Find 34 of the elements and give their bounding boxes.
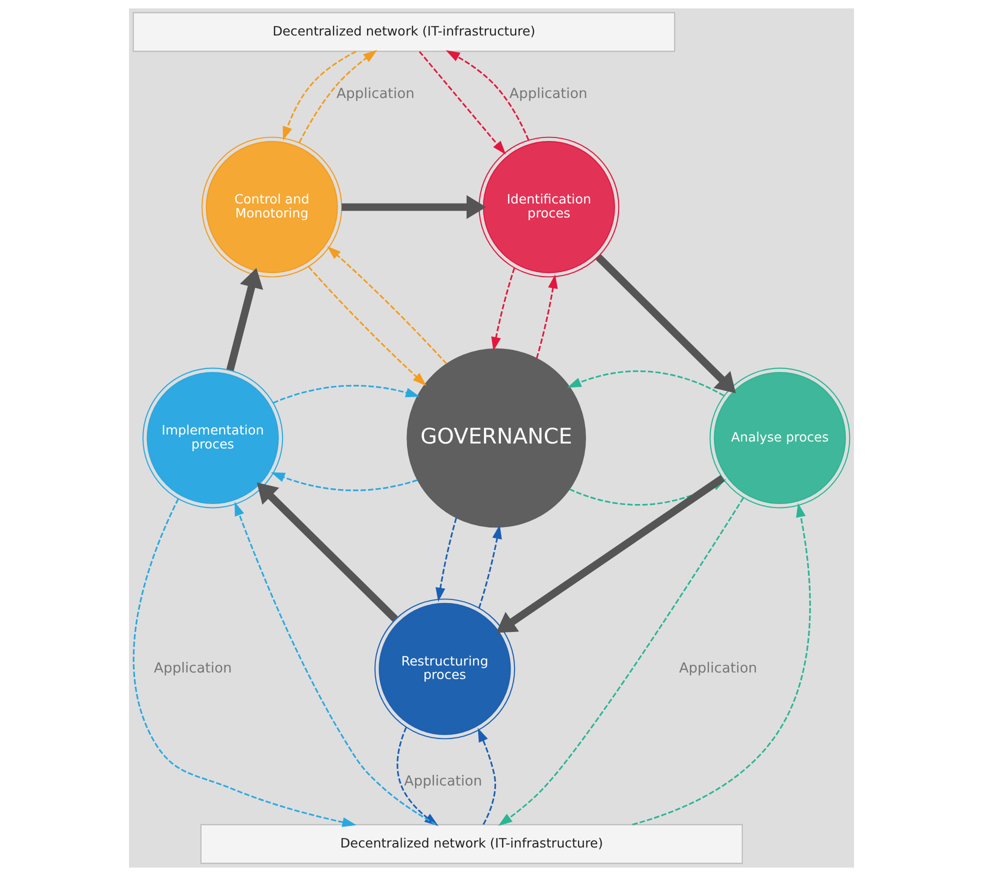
node-circle: Identification proces bbox=[478, 136, 620, 278]
arrow bbox=[308, 266, 426, 386]
arrow bbox=[498, 497, 744, 826]
node-circle: Restructuring proces bbox=[374, 598, 516, 740]
edge-label: Application bbox=[336, 86, 414, 102]
arrow bbox=[446, 50, 530, 140]
arrow bbox=[298, 50, 378, 143]
edge-label: Application bbox=[509, 86, 588, 102]
node-circle: GOVERNANCE bbox=[406, 348, 586, 528]
edge-label: Application bbox=[679, 660, 758, 677]
arrow bbox=[132, 498, 356, 827]
edge-label: Application bbox=[154, 660, 232, 677]
arrow bbox=[342, 195, 486, 220]
node-box: Decentralized network (IT-infrastructure) bbox=[200, 824, 743, 864]
arrow bbox=[496, 475, 725, 633]
arrow bbox=[478, 728, 496, 825]
arrow bbox=[491, 268, 516, 351]
arrow bbox=[418, 51, 506, 155]
arrow bbox=[567, 370, 724, 396]
arrow bbox=[436, 518, 458, 602]
node-circle: Implementation proces bbox=[142, 368, 284, 508]
arrow bbox=[282, 50, 356, 141]
arrow bbox=[270, 472, 418, 492]
arrow bbox=[234, 502, 436, 826]
arrow bbox=[536, 274, 558, 359]
arrow bbox=[272, 384, 420, 404]
arrow bbox=[226, 268, 264, 371]
edge-label: Application bbox=[404, 773, 482, 790]
arrow bbox=[478, 524, 502, 608]
node-box: Decentralized network (IT-infrastructure) bbox=[132, 12, 676, 52]
arrow bbox=[256, 482, 398, 622]
arrow bbox=[596, 254, 736, 394]
arrow bbox=[632, 503, 811, 826]
arrow bbox=[327, 246, 447, 364]
